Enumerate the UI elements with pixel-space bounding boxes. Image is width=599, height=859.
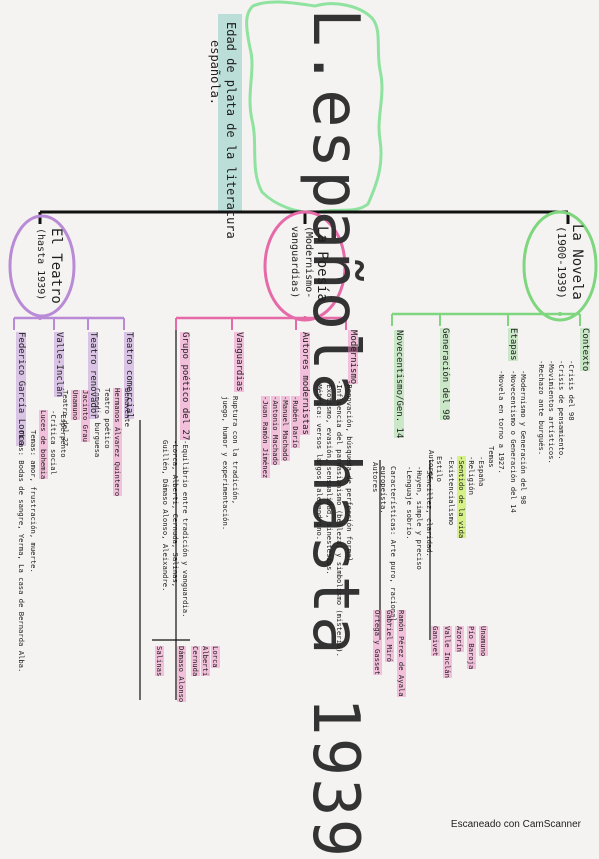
novela-novecentismo-label: Novecentismo/Gen. 14 [394,330,404,439]
renovador-2: Unamuno [71,390,80,421]
novela-contexto-4: -Rechazo ante burgués. [537,360,546,456]
novela-title: La Novela [569,224,585,300]
gen98-estilo-4: -Lenguaje sobrio. [405,466,414,540]
modernismo-2: -Influencia del parnasianismo (belleza) … [335,380,344,657]
novela-etapas-1: -Modernismo y Generación del 98 [519,370,528,505]
poesia-autores-mod-label: Autores modernistas [300,332,310,435]
novela-gen98-label: Generación del 98 [440,328,450,421]
gen98-autores-label: Autores [427,450,436,481]
gen98-temas-4: -Sentido de la vida [457,456,466,539]
novecentismo-car-1: Características: Arte puro, racional, [389,466,398,627]
teatro-valle-label: Valle-Inclán [54,332,64,398]
comercial-2: Hermanos Álvarez Quintero [113,388,122,497]
lorca-2: Obras: Bodas de sangre, Yerma, La casa d… [17,430,26,673]
novecentismo-autor-2: Gabriel Miró [385,610,394,662]
subtitle-line-2: española. [208,40,222,106]
gen98-autor-5: Ganivet [431,626,440,657]
gen98-estilo-3: -Huyen, simple y preciso [415,466,424,570]
title-cloud [245,0,384,214]
gen98-temas-2: -España [477,456,486,487]
modernismo-1: -Renovación, búsqueda de perfección form… [345,380,354,567]
novecentismo-car-2: europeísta. [379,466,388,514]
novela-contexto-2: -Crisis de pensamiento. [557,360,566,460]
subtitle-line-1: Edad de plata de la literatura [224,22,238,239]
modernismo-4: -Métrica: versos largos, alejandrino. [315,380,324,541]
novela-etapas-3: -Novela en torno a 1927. [497,370,506,474]
gen98-temas-1: Temas [487,446,496,468]
teatro-ellipse [8,214,76,318]
autores-mod-2: -Manuel Machado [281,396,290,461]
g27-autor-2: Alberti [201,646,210,677]
g27-1: -Equilibrio entre tradición y vanguardia… [181,440,190,618]
lorca-1: Temas: amor, frustración, muerte. [29,430,38,573]
g27-autor-5: Salinas [155,646,164,677]
gen98-autor-4: Valle Inclán [443,626,452,678]
vanguardias-1: Ruptura con la tradición, [231,396,240,505]
comercial-3: Teatro poético [103,388,112,449]
novecentismo-autores-label: Autores [371,462,380,493]
gen98-autor-2: Pío Baroja [467,626,476,670]
gen98-temas-5: -Existencialismo [447,456,456,526]
valle-1: -Esperpento [59,410,68,458]
teatro-title: El Teatro [48,228,64,304]
novela-contexto-1: -Crisis del 98 [567,360,576,421]
novecentismo-autor-3: Ortega y Gasset [373,610,382,675]
poesia-vanguardias-label: Vanguardias [234,332,244,392]
novela-contexto-3: -Movimientos artísticos. [547,360,556,464]
autores-mod-3: -Antonio Machado [271,396,280,466]
vanguardias-2: juego, humor y experimentación. [221,396,230,531]
teatro-years: (hasta 1939) [35,228,46,301]
teatro-lorca-label: Federico García Lorca [16,332,26,446]
gen98-estilo-1: Estilo [435,456,444,482]
comercial-1: Benavente [123,388,132,427]
novela-etapas-label: Etapas [508,328,518,361]
novela-ellipse [522,210,598,322]
poesia-title: La Poesía [314,226,330,302]
poesia-sub-1: (Modernismo- [303,226,314,299]
autores-mod-1: -Rubén Darío [291,396,300,448]
scanner-watermark: Escaneado con CamScanner [450,819,581,830]
poesia-sub-2: vanguardias) [289,226,300,299]
valle-3: Luces de bohemia [39,410,48,480]
modernismo-3: -Exotismo, evasión, sensualidad, sineste… [325,380,334,575]
gen98-autor-3: Azorín [455,626,464,652]
poesia-g27-label: Grupo poético del 27 [180,332,190,441]
valle-2: -Crítica social [49,410,58,475]
renovador-1: Jacinto Grau [81,390,90,442]
g27-autor-1: Lorca [211,646,220,668]
autores-mod-4: -Juan Ramón Jiménez [261,396,270,479]
novela-contexto-label: Contexto [580,328,590,372]
g27-3: Guillén, Dámaso Alonso, Aleixandre. [161,440,170,592]
gen98-autor-1: Unamuno [479,626,488,657]
g27-autor-4: Dámaso Alonso [177,646,186,703]
novecentismo-autor-1: Ramón Pérez de Ayala [397,610,406,697]
novela-etapas-2: -Novecentismo o Generación del 14 [509,370,518,513]
novela-years: (1900-1939) [555,226,568,299]
g27-2: -Lorca, Alberti, Cernuda, Salinas, [171,440,180,588]
subtitle-highlight [218,14,242,212]
g27-autor-3: Cernuda [191,646,200,677]
gen98-temas-3: -Religión [467,456,476,495]
poesia-modernismo-label: Modernismo [348,330,358,385]
